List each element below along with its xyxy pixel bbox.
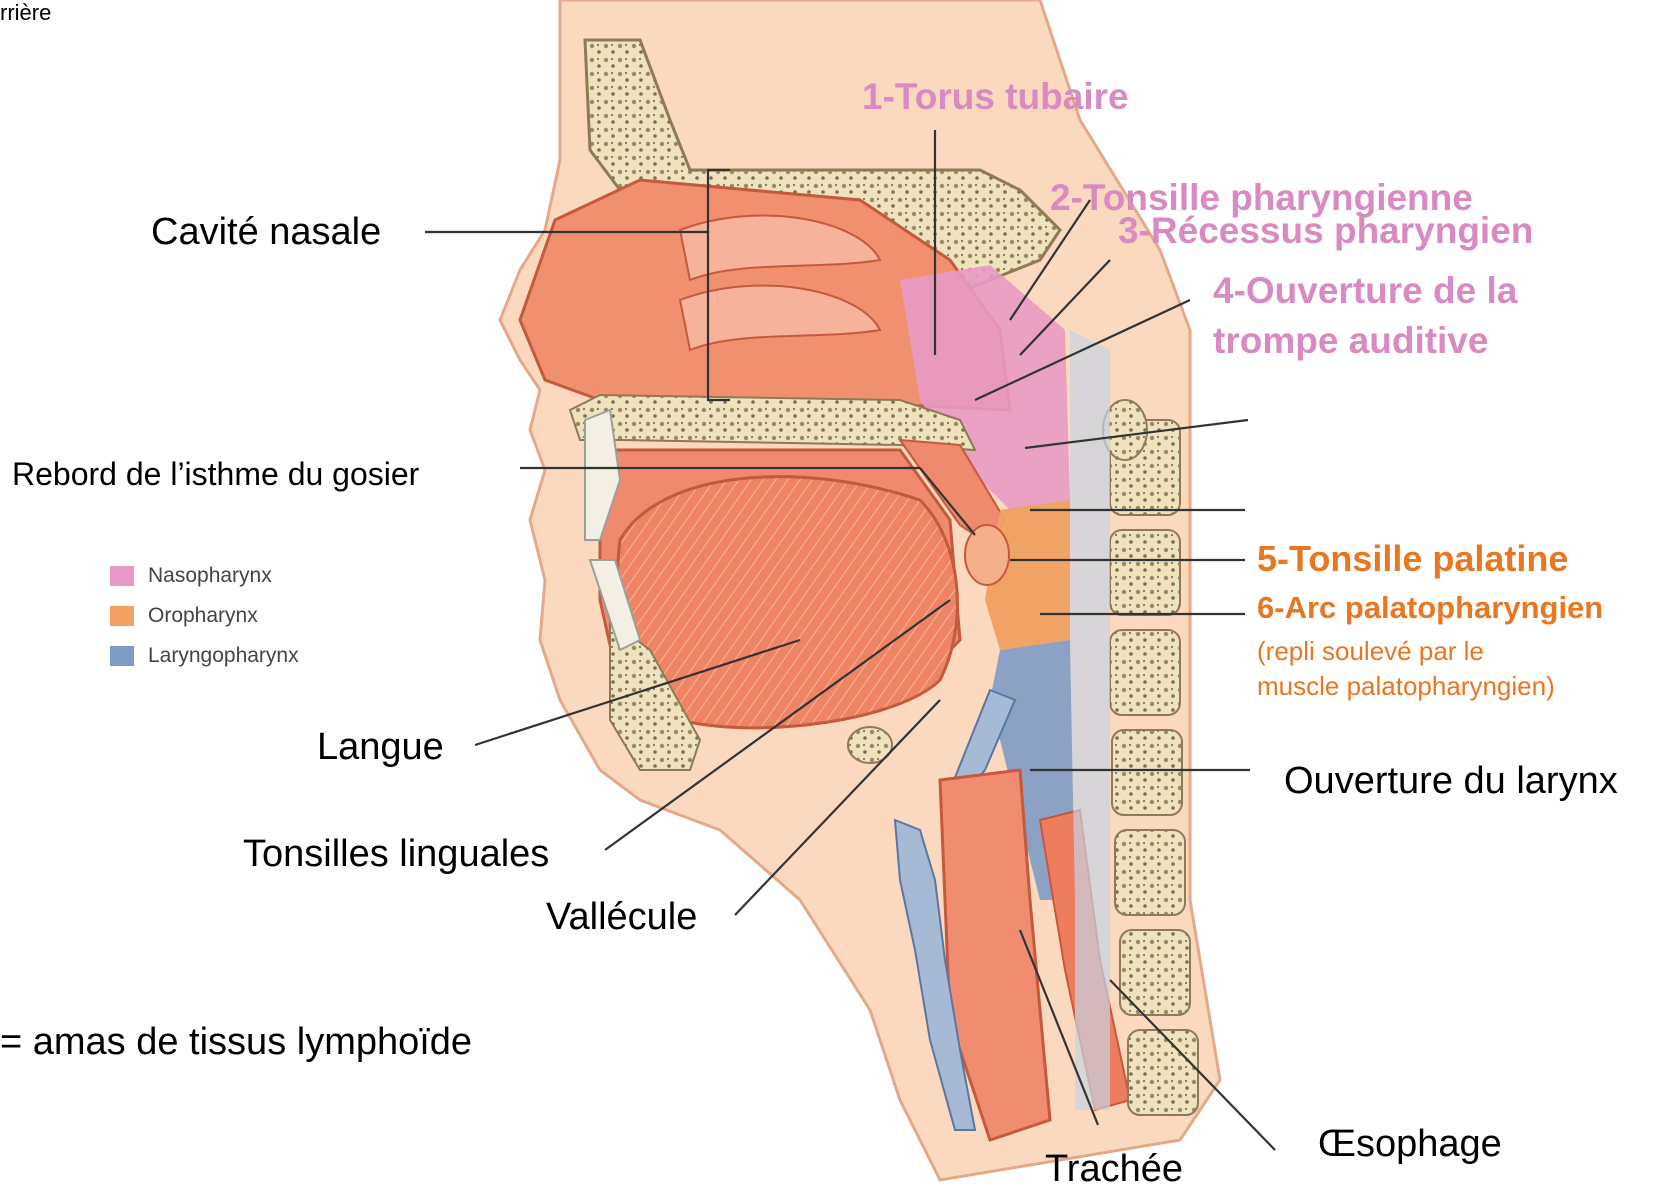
legend-swatch-nasopharynx [110,566,134,586]
label-oesophage: Œsophage [1318,1125,1502,1163]
label-ouverture-larynx: Ouverture du larynx [1284,762,1618,800]
label-cavite-nasale: Cavité nasale [151,213,381,251]
label-recessus-pharyngien: 3-Récessus pharyngien [1118,212,1533,249]
legend-item-oropharynx: Oropharynx [110,604,258,628]
label-langue: Langue [317,728,444,766]
label-rebord-isthme: Rebord de l’isthme du gosier [12,458,419,490]
legend-item-laryngopharynx: Laryngopharynx [110,644,299,668]
label-ouverture-trompe-2: trompe auditive [1213,322,1489,359]
legend-label-laryngopharynx: Laryngopharynx [148,644,299,668]
legend-label-nasopharynx: Nasopharynx [148,564,272,588]
label-tonsille-palatine: 5-Tonsille palatine [1257,541,1568,577]
label-trachee: Trachée [1045,1150,1183,1188]
header-fragment: rrière [0,2,51,24]
legend-swatch-oropharynx [110,606,134,626]
label-tonsilles-linguales: Tonsilles linguales [243,835,549,873]
legend-item-nasopharynx: Nasopharynx [110,564,272,588]
footnote-lymphoid: = amas de tissus lymphoïde [0,1023,472,1061]
legend-swatch-laryngopharynx [110,646,134,666]
label-arc-palatopharyngien: 6-Arc palatopharyngien [1257,592,1603,623]
label-ouverture-trompe-1: 4-Ouverture de la [1213,272,1517,309]
label-arc-note-1: (repli soulevé par le [1257,638,1484,664]
label-torus-tubaire: 1-Torus tubaire [862,78,1129,115]
label-vallecule: Vallécule [546,898,697,936]
legend-label-oropharynx: Oropharynx [148,604,258,628]
label-arc-note-2: muscle palatopharyngien) [1257,673,1555,699]
